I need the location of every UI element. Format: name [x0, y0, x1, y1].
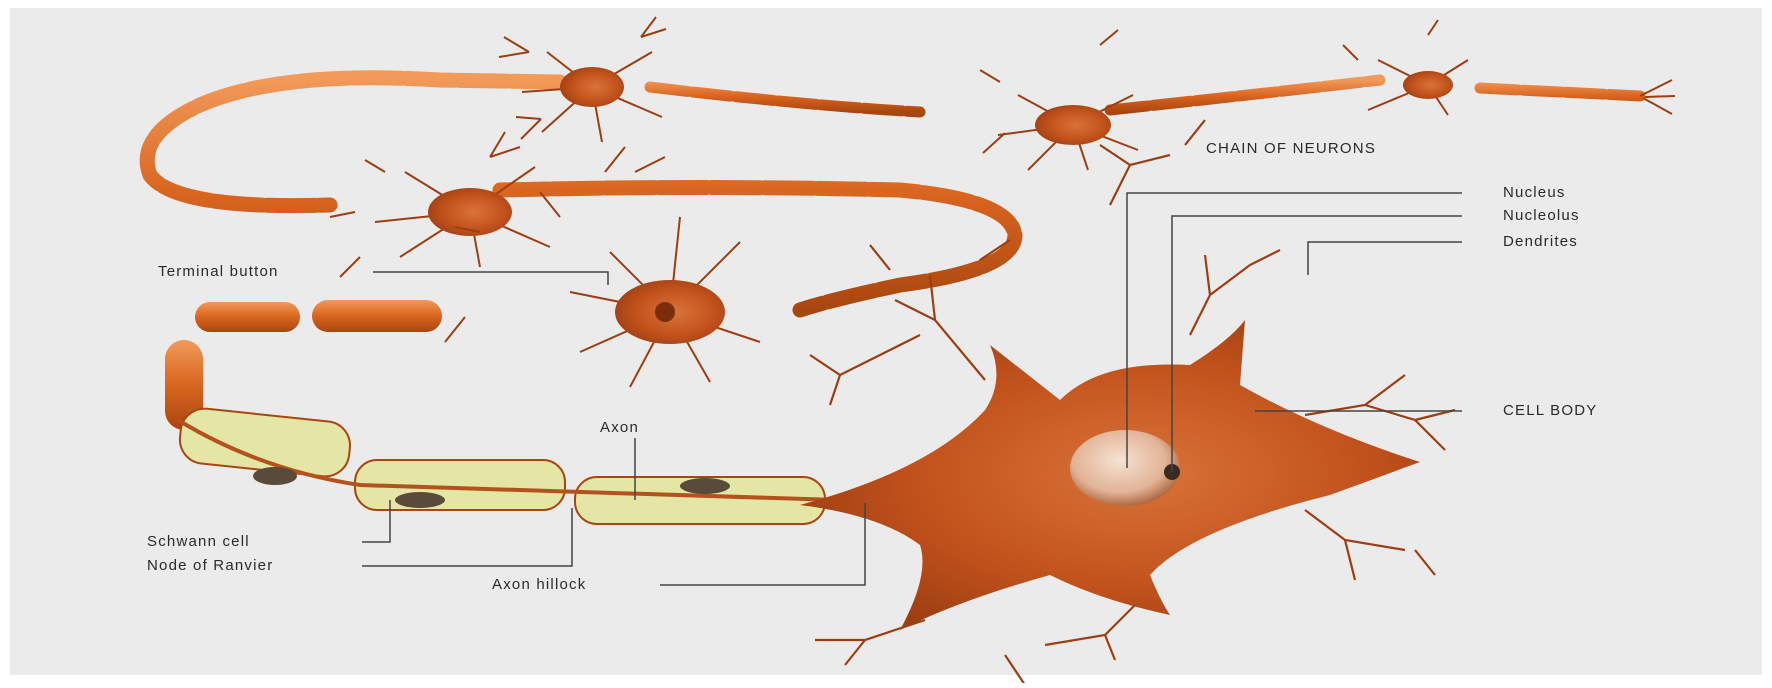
label-dendrites: Dendrites — [1503, 234, 1578, 249]
label-schwann-cell: Schwann cell — [147, 534, 250, 549]
label-axon: Axon — [600, 420, 639, 435]
label-chain-of-neurons: CHAIN OF NEURONS — [1206, 141, 1376, 156]
label-terminal-button: Terminal button — [158, 264, 279, 279]
label-nucleus: Nucleus — [1503, 185, 1566, 200]
label-axon-hillock: Axon hillock — [492, 577, 586, 592]
label-cell-body: CELL BODY — [1503, 403, 1597, 418]
label-node-of-ranvier: Node of Ranvier — [147, 558, 273, 573]
label-nucleolus: Nucleolus — [1503, 208, 1580, 223]
